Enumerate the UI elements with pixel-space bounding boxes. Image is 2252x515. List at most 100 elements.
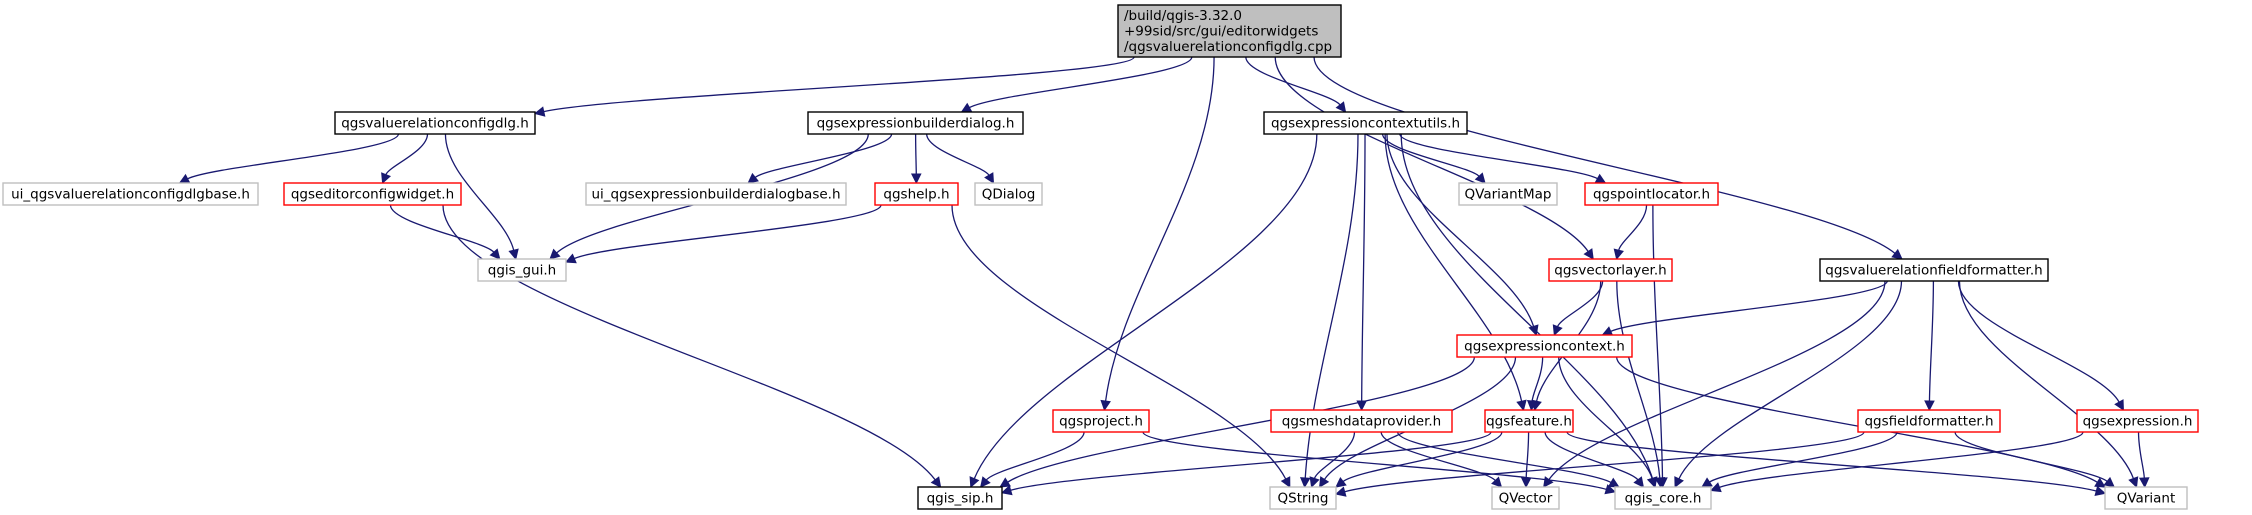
edge-arrowhead [1552,324,1563,337]
edge-arrowhead [747,172,759,184]
edge-vrcd_h-to-ui_vrcd [178,133,400,184]
edge-line [973,133,1318,479]
edge-vrff-to-fieldfmt [1924,280,1935,412]
node-qgis-core-h[interactable]: qgis_core.h [1614,486,1712,510]
edge-line [951,204,1287,480]
node-qgsvaluerelationconfigdlg-h[interactable]: qgsvaluerelationconfigdlg.h [334,111,536,135]
edge-arrowhead [1474,172,1486,184]
edge-feature-to-qgis_sip [1000,431,1492,496]
edges-layer [178,56,2150,497]
edge-line [1719,431,2084,488]
edge-arrowhead [1646,476,1658,489]
edge-qgshelp-to-qgis_gui [564,204,882,264]
node-qgis-sip-h[interactable]: qgis_sip.h [917,486,1003,510]
node-label: qgsfieldformatter.h [1864,413,1993,429]
node-box [283,182,462,206]
node-box [1458,182,1558,206]
edge-arrowhead [1674,476,1684,489]
node-qgsmeshdataprovider-h[interactable]: qgsmeshdataprovider.h [1270,409,1453,433]
edge-arrowhead [910,173,922,185]
node-qstring[interactable]: QString [1269,486,1337,510]
edge-root-to-vrff [1313,56,1903,260]
node-label: QDialog [982,186,1036,202]
node-root-file[interactable]: /build/qgis-3.32.0+99sid/src/gui/editorw… [1117,4,1342,58]
node-qgshelp-h[interactable]: qgshelp.h [874,182,959,206]
edge-meshdp-to-qvector [1380,431,1503,488]
node-qgseditorconfigwidget-h[interactable]: qgseditorconfigwidget.h [283,182,462,206]
node-ui-qgsexpressionbuilderdialogbase-h[interactable]: ui_qgsexpressionbuilderdialogbase.h [585,182,847,206]
edge-expbd-to-qgshelp [910,133,922,185]
node-box [874,182,959,206]
node-qgsfieldformatter-h[interactable]: qgsfieldformatter.h [1857,409,2001,433]
edge-line [1618,204,1648,251]
node-box [1052,409,1150,433]
edge-feature-to-qvector [1520,431,1532,489]
node-label: qgsexpressioncontextutils.h [1271,115,1460,131]
edge-arrowhead [2138,477,2150,489]
node-ui-qgsvaluerelationconfigdlgbase-h[interactable]: ui_qgsvaluerelationconfigdlgbase.h [2,182,259,206]
edge-line [1954,431,2108,482]
node-qgsvectorlayer-h[interactable]: qgsvectorlayer.h [1548,258,1673,282]
node-box [1270,409,1453,433]
node-qgsexpressionbuilderdialog-h[interactable]: qgsexpressionbuilderdialog.h [807,111,1024,135]
edge-editcfg-to-qgis_gui [389,204,501,260]
node-qgsexpressioncontext-h[interactable]: qgsexpressioncontext.h [1456,334,1633,358]
edge-arrowhead [1299,477,1311,489]
node-box [477,258,567,282]
node-qgsvaluerelationfieldformatter-h[interactable]: qgsvaluerelationfieldformatter.h [1819,258,2049,282]
edge-arrowhead [1583,248,1594,260]
edge-arrowhead [1318,476,1330,488]
node-qgsexpressioncontextutils-h[interactable]: qgsexpressioncontextutils.h [1263,111,1468,135]
edge-qgsproject-to-qgis_sip [979,431,1085,488]
edge-line [754,133,893,178]
node-qgsexpression-h[interactable]: qgsexpression.h [2076,409,2199,433]
nodes-layer: /build/qgis-3.32.0+99sid/src/gui/editorw… [2,4,2199,510]
node-qvector[interactable]: QVector [1491,486,1560,510]
edge-root-to-vlayer [1274,56,1594,260]
edge-arrowhead [1309,476,1320,489]
node-box [1857,409,2001,433]
edge-root-to-qgsproject [1100,56,1215,412]
edge-vrff-to-qvariant [1958,280,2139,489]
node-qgspointlocator-h[interactable]: qgspointlocator.h [1584,182,1719,206]
edge-line [1384,133,1523,402]
node-qgsfeature-h[interactable]: qgsfeature.h [1484,409,1574,433]
edge-line [385,133,429,175]
node-qgsproject-h[interactable]: qgsproject.h [1052,409,1150,433]
edge-line [1007,356,1476,483]
node-label: QVector [1499,490,1553,506]
edge-arrowhead [1335,101,1347,113]
edge-expctx-to-feature [1526,356,1544,412]
edge-line [1566,431,2097,492]
edge-line [1313,56,1896,254]
node-box [2104,486,2188,510]
edge-line [1531,356,1544,402]
edge-line [442,204,936,481]
edge-arrowhead [1891,248,1903,260]
node-label: qgseditorconfigwidget.h [291,186,454,202]
edge-arrowhead [1280,476,1291,488]
node-qgis-gui-h[interactable]: qgis_gui.h [477,258,567,282]
node-qvariantmap[interactable]: QVariantMap [1458,182,1558,206]
node-label: ui_qgsvaluerelationconfigdlgbase.h [11,186,250,202]
edge-line [1958,280,2135,479]
edge-arrowhead [508,248,519,261]
edge-arrowhead [1543,476,1554,488]
node-box [585,182,847,206]
node-box [1584,182,1719,206]
edge-line [1678,280,1903,480]
node-qdialog[interactable]: QDialog [974,182,1043,206]
node-label: qgshelp.h [883,186,949,202]
edge-fieldfmt-to-qvariant [1954,431,2116,488]
node-qvariant[interactable]: QVariant [2104,486,2188,510]
node-label: QVariant [2117,490,2176,506]
edge-vrcd_h-to-editcfg [381,133,429,185]
edge-expctxu-to-meshdp [1356,133,1367,412]
node-label: QString [1278,490,1329,506]
edge-arrowhead [1335,477,1347,488]
edge-line [914,133,917,175]
edge-arrowhead [999,477,1011,488]
node-box [2076,409,2199,433]
edge-line [1544,431,1639,481]
